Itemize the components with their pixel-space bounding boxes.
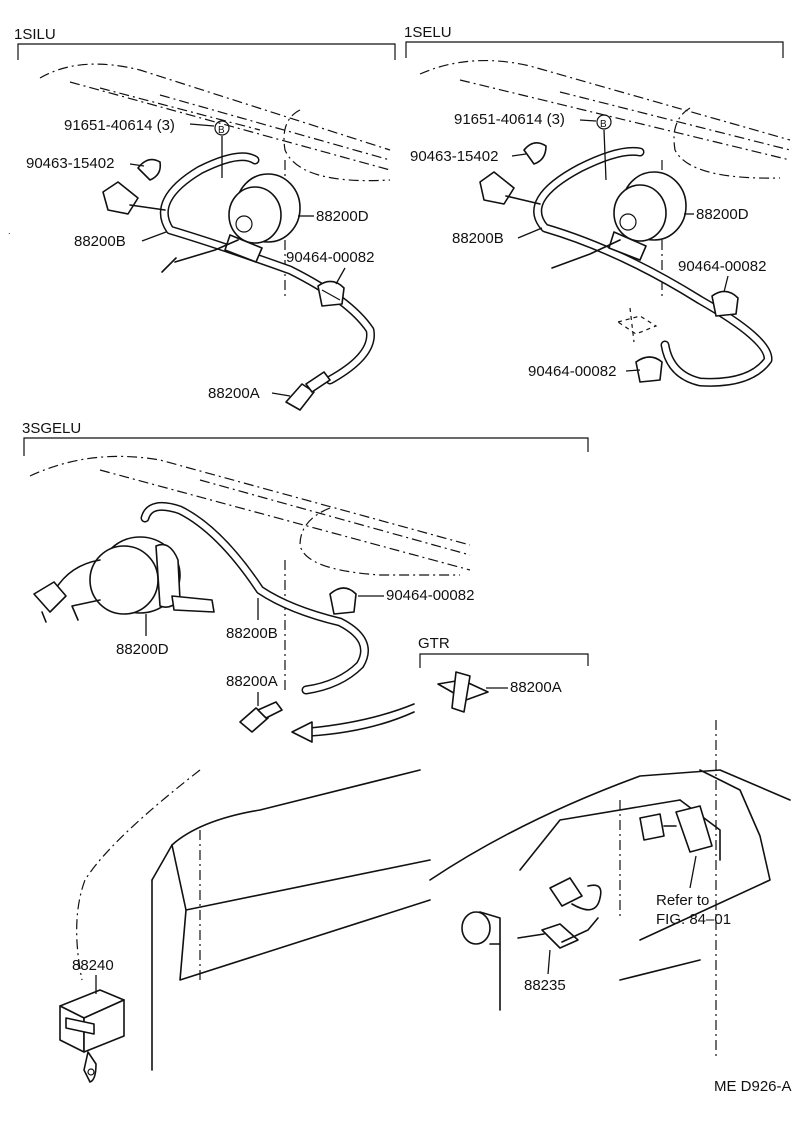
label-actuator: 88200D	[116, 641, 169, 658]
leader-line	[335, 267, 346, 285]
label-hose: 88200B	[226, 625, 278, 642]
leader-line	[689, 855, 697, 889]
circle-b-icon	[214, 120, 230, 136]
leader-line	[603, 129, 607, 181]
body-line	[459, 79, 791, 161]
body-line	[76, 769, 201, 981]
label-clip-qty: 91651-40614 (3)	[454, 111, 565, 128]
connector-plug	[479, 171, 541, 205]
body-line	[171, 844, 431, 911]
section-header-gtr: GTR	[418, 635, 450, 652]
section-bracket-3sgelu	[23, 437, 589, 456]
actuator-88200D	[161, 173, 301, 273]
bracket-clip-90464-00082	[317, 280, 345, 307]
section-bracket-gtr	[419, 653, 589, 668]
section-3sgelu: 3SGELU 90464-00082	[22, 420, 589, 743]
leader-line	[579, 119, 597, 122]
body-line	[199, 479, 471, 556]
label-bracket-clip: 90464-00082	[386, 587, 474, 604]
label-clamp: 90463-15402	[410, 148, 498, 165]
label-bracket-clip-2: 90464-00082	[528, 363, 616, 380]
tee-joint	[616, 307, 658, 343]
leader-line	[547, 949, 551, 975]
label-valve: 88200A	[226, 673, 278, 690]
circle-b-letter: B	[218, 125, 225, 136]
label-hose: 88200B	[452, 230, 504, 247]
connector-plug	[102, 181, 166, 215]
body-line	[283, 109, 391, 182]
section-bottom-left: 88240	[59, 769, 431, 1083]
body-line	[419, 59, 791, 141]
leader-line	[129, 163, 145, 167]
stop-lamp-switch-bracket	[639, 805, 713, 853]
label-refer-line1: Refer to	[656, 892, 709, 909]
connector-plug	[33, 581, 67, 623]
arrow-icon	[291, 703, 415, 743]
bracket-clip-90464-00082-lower	[635, 356, 663, 383]
leader-line	[271, 392, 291, 397]
label-clamp: 90463-15402	[26, 155, 114, 172]
leader-line	[625, 369, 641, 372]
label-hose: 88200B	[74, 233, 126, 250]
clamp-90463-15402	[137, 158, 162, 181]
leader-line	[189, 123, 215, 127]
body-line	[69, 81, 391, 171]
section-gtr: GTR 88200A	[291, 635, 589, 743]
circle-b-icon	[596, 114, 612, 130]
label-bracket-clip: 90464-00082	[286, 249, 374, 266]
tee-valve-88200A	[437, 671, 489, 713]
label-actuator: 88200D	[316, 208, 369, 225]
leader-line	[517, 227, 543, 239]
label-bracket-clip-1: 90464-00082	[678, 258, 766, 275]
stray-mark: .	[8, 226, 11, 236]
body-line	[39, 63, 391, 151]
body-line	[673, 107, 781, 179]
body-line	[29, 455, 471, 546]
hose-88200B	[533, 146, 773, 387]
bracket-clip-90464-00082	[711, 290, 739, 317]
body-line	[619, 959, 701, 981]
label-switch: 88235	[524, 977, 566, 994]
section-header-3sgelu: 3SGELU	[22, 420, 81, 437]
label-actuator: 88200D	[696, 206, 749, 223]
body-line	[151, 769, 421, 881]
body-line	[299, 507, 460, 576]
section-bottom-right: Refer to FIG. 84–01 88235	[429, 720, 791, 1060]
hose-88200B	[140, 501, 369, 695]
label-refer-line2: FIG. 84–01	[656, 911, 731, 928]
leader-line	[141, 231, 167, 242]
actuator-88200D	[54, 536, 215, 621]
body-line	[429, 769, 791, 881]
label-gtr-valve: 88200A	[510, 679, 562, 696]
actuator-88200D	[551, 171, 687, 269]
bracket-clip-90464-00082	[329, 587, 357, 615]
body-line	[99, 87, 261, 131]
clamp-90463-15402	[523, 142, 547, 165]
diagram-code: ME D926-A	[714, 1078, 792, 1095]
body-line	[519, 799, 681, 871]
circle-b-letter: B	[600, 119, 607, 130]
label-valve: 88200A	[208, 385, 260, 402]
leader-line	[723, 275, 729, 293]
section-bracket-1silu	[17, 43, 396, 60]
label-clip-qty: 91651-40614 (3)	[64, 117, 175, 134]
body-line	[179, 899, 431, 981]
section-1selu: 1SELU B	[404, 24, 791, 387]
valve-88200A	[239, 701, 283, 733]
section-1silu: 1SILU B	[14, 26, 396, 411]
body-line	[639, 769, 771, 941]
computer-88240	[59, 989, 125, 1083]
label-computer: 88240	[72, 957, 114, 974]
leader-line	[511, 153, 527, 157]
body-line	[159, 94, 391, 161]
body-line	[99, 469, 471, 571]
switch-88235	[461, 877, 602, 1011]
section-header-1selu: 1SELU	[404, 24, 452, 41]
section-header-1silu: 1SILU	[14, 26, 56, 43]
section-bracket-1selu	[405, 41, 784, 58]
valve-88200A	[285, 371, 331, 411]
